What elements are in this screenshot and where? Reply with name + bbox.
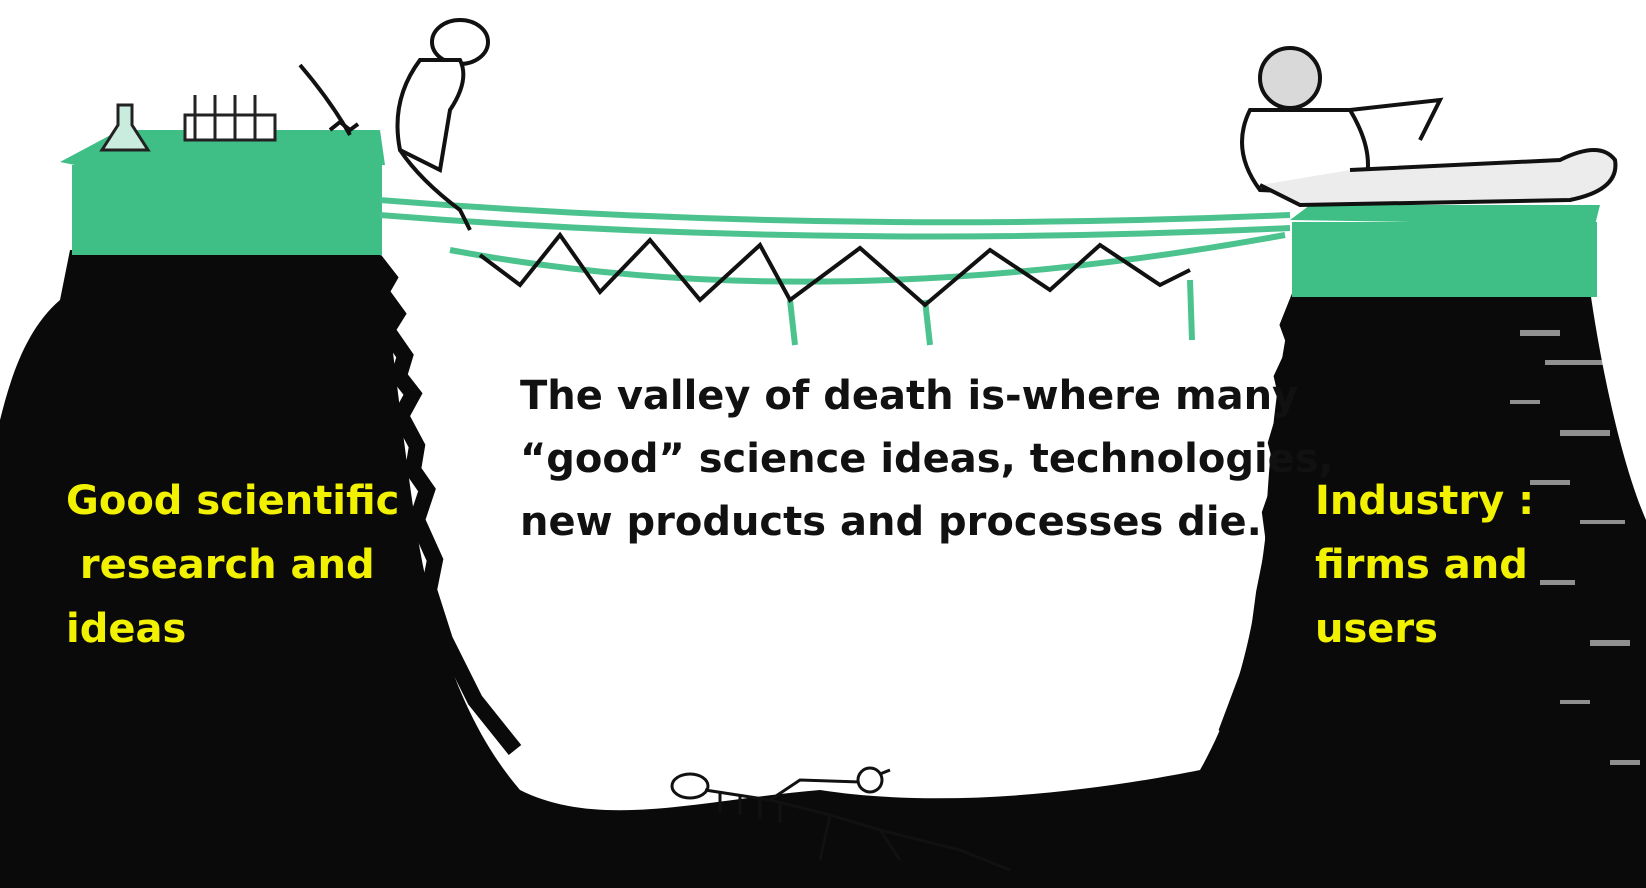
right-cliff-face <box>1292 222 1597 297</box>
bridge <box>379 197 1291 346</box>
left-cliff-ragged-edge <box>368 255 522 755</box>
lab-flask-icon <box>99 103 151 152</box>
right-cliff-label: Industry : firms and users <box>1315 478 1535 652</box>
left-cliff-label: Good scientific research and ideas <box>66 478 400 652</box>
industrialist-figure <box>1240 46 1618 208</box>
scientist-figure <box>298 18 490 231</box>
bridge-truss <box>478 231 1191 308</box>
test-tube-rack-icon <box>183 95 277 142</box>
left-cliff-face <box>72 165 382 255</box>
right-cliff-ragged-edge <box>1218 292 1308 736</box>
right-cliff-top <box>1290 205 1600 225</box>
valley-caption: The valley of death is-where many “good”… <box>520 373 1334 545</box>
right-cliff-texture <box>1510 330 1640 765</box>
skeleton-figure <box>670 766 1011 872</box>
